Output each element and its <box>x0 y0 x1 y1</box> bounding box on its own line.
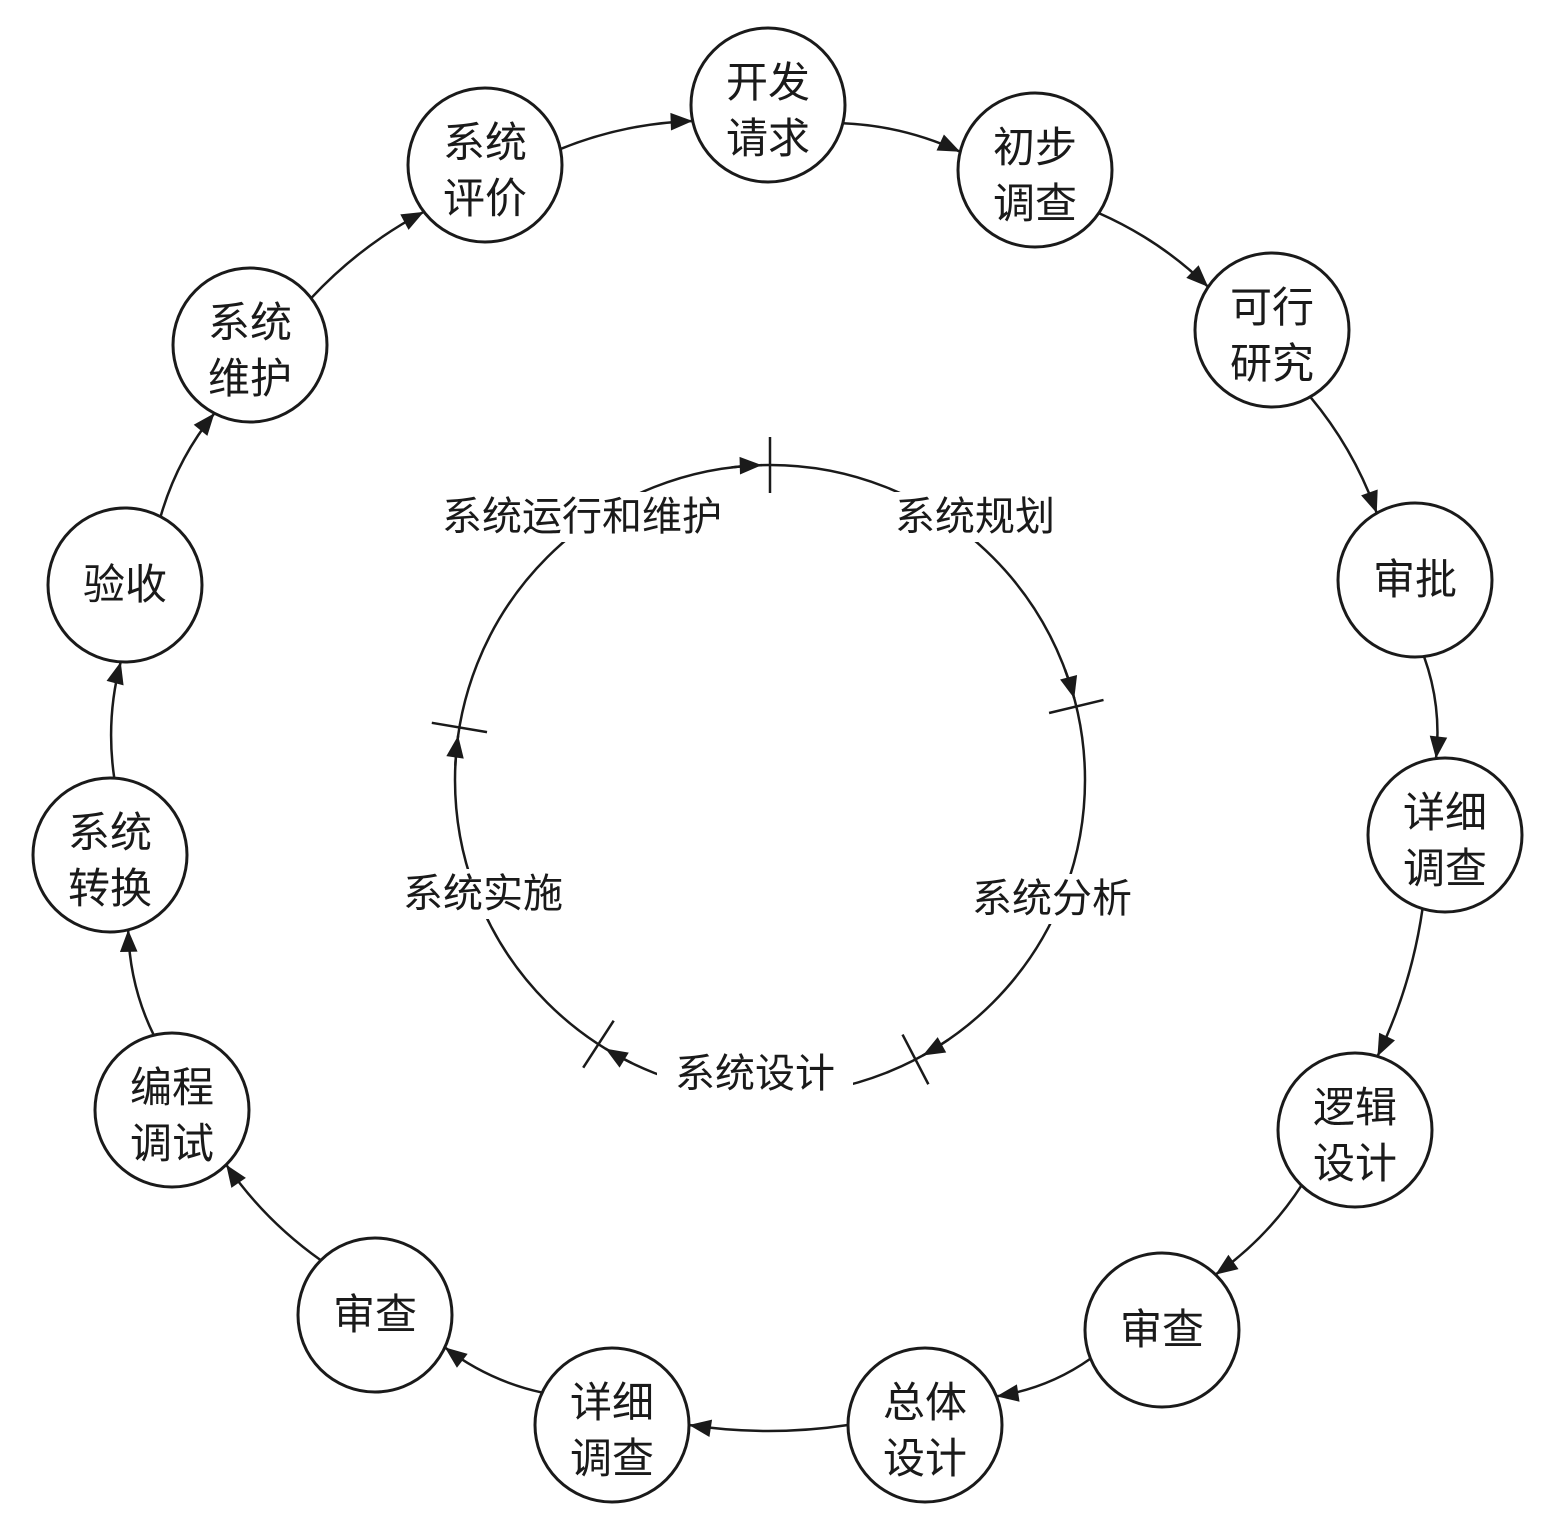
flow-arrow <box>119 929 155 1036</box>
step-circle <box>296 1236 454 1394</box>
step-node: 审查 <box>1083 1251 1241 1409</box>
step-circle <box>1083 1251 1241 1409</box>
step-node: 验收 <box>46 506 204 664</box>
phase-label-bg <box>954 874 1150 924</box>
step-circle <box>689 26 847 184</box>
phase-label-bg <box>418 492 746 542</box>
phase-label: 系统实施 <box>403 871 563 917</box>
phase-arrow <box>731 456 762 475</box>
step-label: 可行 <box>1230 283 1314 332</box>
step-circle <box>956 91 1114 249</box>
outer-step-cycle: 开发请求初步调查可行研究审批详细调查逻辑设计审查总体设计详细调查审查编程调试系统… <box>31 26 1524 1504</box>
step-circle <box>1276 1051 1434 1209</box>
flow-arrow <box>310 210 425 300</box>
step-label: 维护 <box>208 354 292 403</box>
flow-arrow <box>559 112 693 151</box>
step-label: 研究 <box>1230 339 1314 388</box>
step-circle <box>46 506 204 664</box>
phase-boundary-tick <box>582 1020 615 1069</box>
step-node: 审查 <box>296 1236 454 1394</box>
step-label: 初步 <box>993 123 1077 172</box>
step-label: 设计 <box>1313 1139 1397 1188</box>
step-circle <box>846 1346 1004 1504</box>
phase-label: 系统规划 <box>895 494 1055 540</box>
flow-arrow <box>1309 396 1378 514</box>
step-label: 调查 <box>1403 844 1487 893</box>
step-label: 详细 <box>570 1378 654 1427</box>
step-label: 评价 <box>443 174 527 223</box>
step-label: 系统 <box>443 118 527 167</box>
step-circle <box>1366 756 1524 914</box>
phase-boundary-tick <box>901 1033 930 1085</box>
step-label: 开发 <box>726 58 810 107</box>
flow-arrow <box>159 412 216 518</box>
phase-arrow <box>922 1037 950 1057</box>
phase-label: 系统分析 <box>972 876 1132 922</box>
step-label: 编程 <box>130 1063 214 1112</box>
step-label: 逻辑 <box>1313 1083 1397 1132</box>
step-label: 验收 <box>83 560 167 609</box>
step-circle <box>1336 501 1494 659</box>
flow-arrow <box>688 1419 849 1437</box>
step-label: 系统 <box>68 808 152 857</box>
step-label: 调查 <box>993 179 1077 228</box>
step-label: 总体 <box>883 1378 967 1427</box>
step-circle <box>406 86 564 244</box>
flow-arrow <box>225 1164 322 1262</box>
flow-arrow <box>996 1357 1092 1402</box>
step-circle <box>533 1346 691 1504</box>
phase-circle <box>453 463 1087 1097</box>
flow-arrow <box>444 1346 543 1394</box>
step-circle <box>31 776 189 934</box>
phase-label-bg <box>385 869 581 919</box>
step-label: 调查 <box>570 1434 654 1483</box>
step-circle <box>93 1031 251 1189</box>
flow-arrow <box>1098 211 1210 288</box>
flow-arrow <box>1214 1184 1303 1276</box>
phase-boundary-tick <box>431 721 488 734</box>
phase-arrow <box>446 735 464 766</box>
step-label: 系统 <box>208 298 292 347</box>
phase-label-bg <box>877 492 1073 542</box>
step-label: 审批 <box>1373 555 1457 604</box>
step-label: 审查 <box>1120 1305 1204 1354</box>
phase-boundary-tick <box>1048 698 1104 715</box>
step-node: 审批 <box>1336 501 1494 659</box>
flow-arrow <box>106 661 124 779</box>
phase-label-bg <box>657 1049 853 1099</box>
step-circle <box>171 266 329 424</box>
step-label: 转换 <box>68 864 152 913</box>
step-label: 调试 <box>130 1119 214 1168</box>
step-label: 请求 <box>726 114 810 163</box>
phase-label: 系统运行和维护 <box>442 494 722 540</box>
phase-arrow <box>604 1047 633 1068</box>
step-label: 设计 <box>883 1434 967 1483</box>
phase-label: 系统设计 <box>675 1051 835 1097</box>
step-label: 审查 <box>333 1290 417 1339</box>
flow-arrow <box>1376 908 1424 1057</box>
step-circle <box>1193 251 1351 409</box>
phase-arrow <box>1060 669 1078 699</box>
flow-arrow <box>842 121 961 153</box>
step-label: 详细 <box>1403 788 1487 837</box>
flow-arrow <box>1422 656 1448 759</box>
